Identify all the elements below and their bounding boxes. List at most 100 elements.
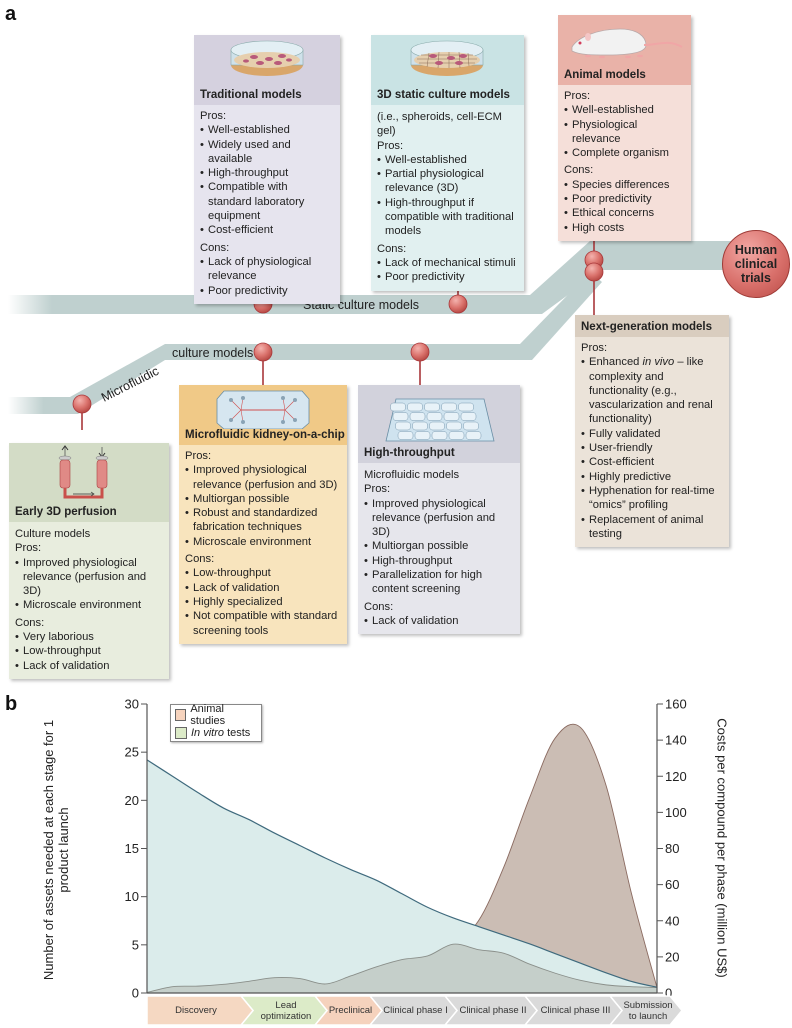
pros-label: Pros:: [564, 90, 591, 102]
pros-item: Improved physiological relevance (perfus…: [15, 556, 163, 599]
area-invitro-assets: [147, 759, 657, 993]
pros-list: Improved physiological relevance (perfus…: [15, 556, 163, 613]
node-nextgen[interactable]: [584, 262, 604, 282]
pros-list: Improved physiological relevance (perfus…: [364, 497, 514, 597]
pros-label: Pros:: [200, 110, 227, 122]
petri-dish-gel-icon: [410, 40, 484, 76]
node-early3d[interactable]: [72, 394, 92, 414]
well: [414, 431, 431, 440]
pros-item: Highly predictive: [581, 470, 723, 484]
card-subtitle: (i.e., spheroids, cell-ECM gel): [377, 111, 502, 138]
y-tick-label-right: 40: [665, 913, 679, 928]
node-highthroughput[interactable]: [410, 342, 430, 362]
pros-item: Cost-efficient: [581, 455, 723, 469]
card-body: (i.e., spheroids, cell-ECM gel) Pros: We…: [371, 105, 524, 291]
card-subtitle: Culture models: [15, 528, 91, 540]
y-tick-label-right: 0: [665, 986, 672, 1001]
pros-item: Microscale environment: [185, 535, 341, 549]
panel-a-label: a: [5, 3, 17, 25]
card-title: Next-generation models: [581, 320, 712, 333]
y-axis-label-right: Costs per compound per phase (million US…: [714, 718, 730, 978]
cons-item: Low-throughput: [185, 566, 341, 580]
cons-item: Lack of validation: [185, 581, 341, 595]
card-animal-models: Animal models Pros: Well-established Phy…: [558, 15, 691, 241]
pros-item: Complete organism: [564, 146, 685, 160]
node-static3d[interactable]: [448, 294, 468, 314]
pros-item: High-throughput: [364, 554, 514, 568]
well: [465, 431, 482, 440]
area-animal-costs: [147, 724, 657, 993]
pros-label: Pros:: [377, 139, 404, 152]
well: [463, 421, 479, 431]
pros-item: Physiological relevance: [564, 118, 685, 147]
cons-list: Lack of validation: [364, 614, 514, 628]
pros-item: High-throughput if compatible with tradi…: [377, 196, 518, 239]
cons-label: Cons:: [364, 600, 394, 613]
card-title: Early 3D perfusion: [15, 505, 117, 518]
y-tick-label-right: 80: [665, 841, 679, 856]
pros-item: Well-established: [564, 103, 685, 117]
legend-label-invitro-italic: In vitro: [191, 727, 225, 739]
cons-label: Cons:: [377, 242, 407, 255]
cons-list: Lack of physiological relevance Poor pre…: [200, 255, 334, 298]
pros-list: Enhanced in vivo – like complexity and f…: [581, 355, 723, 541]
card-title: Animal models: [564, 68, 646, 81]
pros-list: Well-established Partial physiological r…: [377, 153, 518, 239]
cons-list: Species differences Poor predictivity Et…: [564, 178, 685, 235]
card-title: Traditional models: [200, 88, 302, 101]
petri-dish-icon: [230, 40, 304, 76]
pros-item: Replacement of animal testing: [581, 513, 723, 542]
line-overlap-band: [146, 943, 658, 993]
cons-list: Low-throughput Lack of validation Highly…: [185, 566, 341, 637]
pros-item-pre: Enhanced: [589, 356, 643, 369]
legend-swatch-animal: [175, 709, 187, 721]
y-tick-label-left: 20: [125, 793, 139, 808]
card-body: Pros: Enhanced in vivo – like complexity…: [575, 337, 729, 547]
well: [426, 412, 443, 421]
stage-label: Discovery: [175, 1005, 217, 1016]
stage-label: Submission to launch: [623, 999, 673, 1022]
well: [409, 412, 426, 421]
y-tick-label-right: 160: [665, 697, 687, 712]
y-tick-label-right: 100: [665, 805, 687, 820]
well: [392, 412, 409, 421]
cons-item: Highly specialized: [185, 595, 341, 609]
well: [448, 431, 465, 440]
legend-swatch-invitro: [175, 727, 187, 739]
pros-item: Improved physiological relevance (perfus…: [364, 497, 514, 540]
well: [390, 402, 406, 412]
pros-item: Robust and standardized fabrication tech…: [185, 506, 341, 535]
pros-list: Improved physiological relevance (perfus…: [185, 463, 341, 549]
card-subtitle: Microfluidic models: [364, 469, 460, 481]
well: [412, 421, 428, 431]
syringe-perfusion-icon: [58, 445, 109, 499]
card-body: Pros: Well-established Physiological rel…: [558, 85, 691, 241]
chip-icon: [216, 390, 310, 429]
pros-list: Well-established Physiological relevance…: [564, 103, 685, 160]
cons-item: Poor predictivity: [377, 270, 518, 284]
y-tick-label-left: 5: [132, 937, 139, 952]
card-body: Pros: Well-established Widely used and a…: [194, 105, 340, 304]
cons-item: Not compatible with standard screening t…: [185, 609, 341, 638]
well: [429, 421, 445, 431]
pros-item: Well-established: [200, 123, 334, 137]
cons-item: Lack of validation: [15, 659, 163, 673]
stage-label: Preclinical: [328, 1005, 373, 1016]
node-kidney[interactable]: [253, 342, 273, 362]
pros-item-post: – like complexity and functionality (e.g…: [589, 356, 713, 426]
legend-item-animal: Animal studies: [175, 703, 257, 727]
rat-icon: [571, 28, 683, 59]
pros-item: Hyphenation for real-time “omics” profil…: [581, 484, 723, 513]
well: [443, 412, 460, 421]
panel-b-label: b: [5, 693, 18, 715]
y-tick-label-right: 20: [665, 949, 679, 964]
human-line-1: Human: [734, 243, 778, 257]
y-tick-label-right: 60: [665, 877, 679, 892]
pros-item: Fully validated: [581, 427, 723, 441]
line-invitro-assets: [146, 759, 658, 988]
track-label-microfluidic-b: culture models: [172, 346, 253, 360]
card-body: Culture models Pros: Improved physiologi…: [9, 522, 169, 679]
human-clinical-trials-node[interactable]: Human clinical trials: [722, 230, 790, 298]
pros-item: User-friendly: [581, 441, 723, 455]
card-traditional-models: Traditional models Pros: Well-establishe…: [194, 35, 340, 304]
